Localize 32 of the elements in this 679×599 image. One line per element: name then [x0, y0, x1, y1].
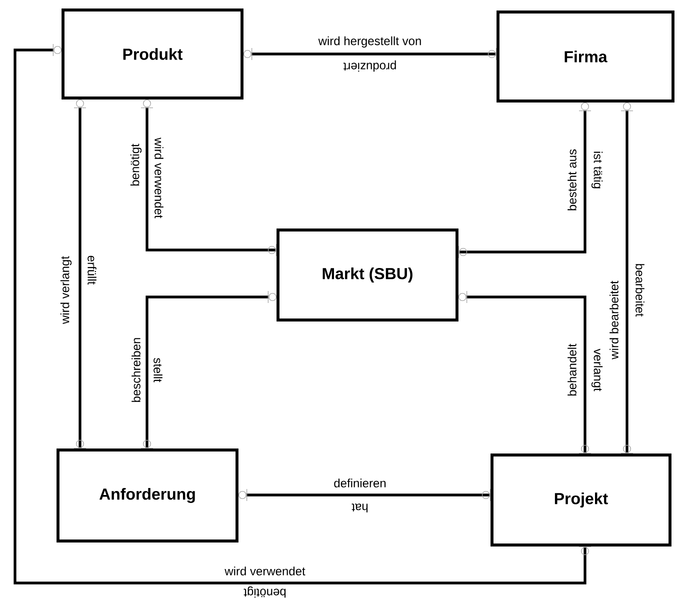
edge-label: behandelt [568, 344, 576, 396]
relationship-line [458, 102, 592, 258]
edge-label: wird verwendet [224, 566, 306, 576]
relationship-line [140, 290, 277, 449]
edge-label: wird verwendet [154, 138, 164, 218]
edge-label: definieren [334, 478, 386, 488]
relationship-line [74, 99, 86, 449]
entity-box: Anforderung [56, 448, 238, 542]
edge-label: beschreiben [132, 338, 140, 402]
role-label: wird verlangt [60, 256, 72, 324]
relationship-line [140, 99, 277, 256]
relationship-line [458, 290, 592, 454]
role-label: benötigt [130, 144, 142, 186]
role-label: ist tätig [591, 152, 603, 188]
role-label: stellt [154, 358, 162, 382]
role-label: produziert [343, 60, 396, 72]
relationship-line [238, 488, 491, 502]
role-label: hat [352, 504, 368, 512]
role-label: benötigt [244, 586, 286, 598]
relationship-line [620, 102, 634, 454]
role-label: verlangt [591, 348, 603, 392]
relationship-line [243, 48, 497, 60]
role-label: bearbeitet [636, 264, 644, 317]
entity-box: Projekt [490, 454, 672, 546]
entity-box: Markt (SBU) [276, 228, 458, 322]
edge-label: wird bearbeitet [610, 280, 618, 360]
edge-label: erfüllt [88, 256, 96, 285]
edge-label: besteht aus [568, 149, 576, 210]
relationship-line [14, 44, 592, 584]
entity-box: Produkt [62, 8, 244, 100]
edge-label: wird hergestellt von [318, 36, 421, 48]
entity-box: Firma [496, 10, 674, 102]
